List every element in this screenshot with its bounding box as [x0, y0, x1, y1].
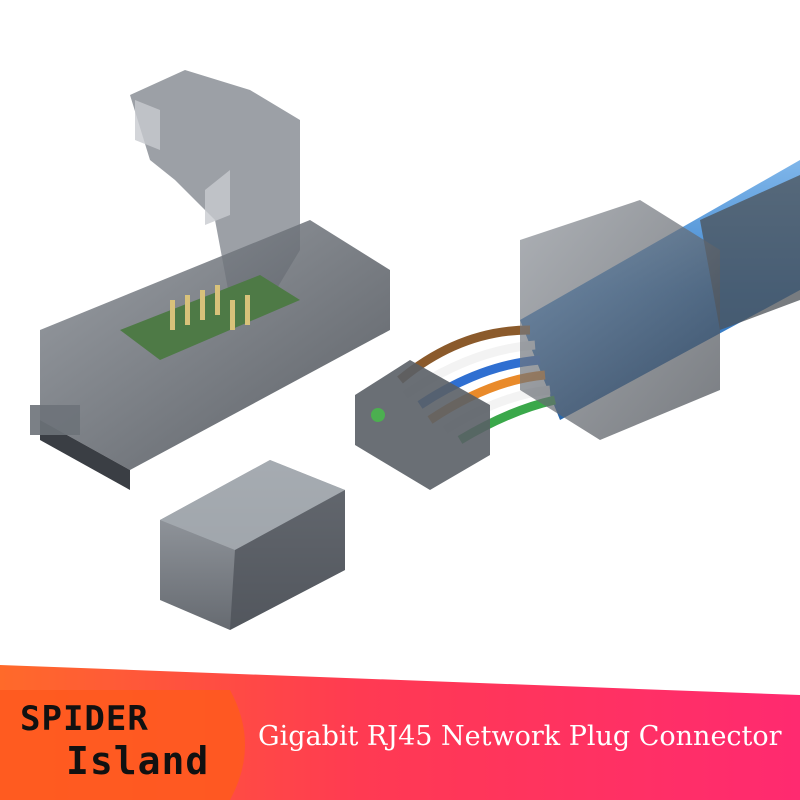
- rj45-connector-photo: [30, 70, 800, 630]
- banner-background: [0, 665, 800, 800]
- blue-cable-icon: [355, 160, 800, 490]
- brand-logo: SPIDER Island: [10, 695, 220, 795]
- open-connector-icon: [30, 70, 390, 490]
- brand-logo-line2: Island: [66, 739, 210, 783]
- banner-title: Gigabit RJ45 Network Plug Connector: [258, 721, 782, 752]
- product-banner: SPIDER Island Gigabit RJ45 Network Plug …: [0, 665, 800, 800]
- connector-cap-icon: [160, 460, 345, 630]
- brand-logo-line1: SPIDER: [20, 699, 149, 739]
